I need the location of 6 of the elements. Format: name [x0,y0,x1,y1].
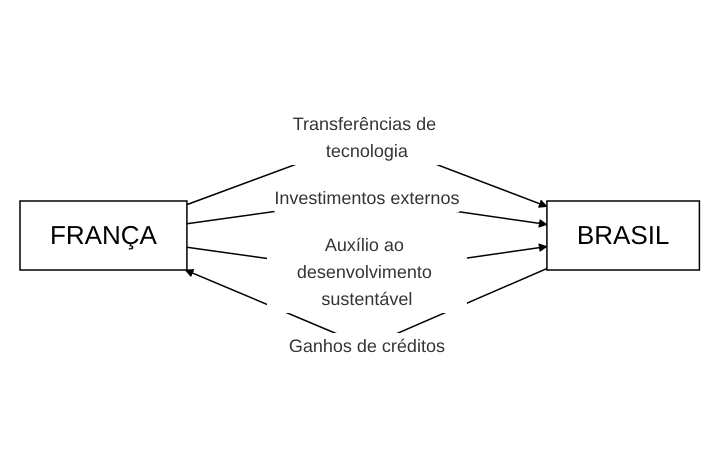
edge-label: Transferências de tecnologia [293,114,436,160]
edge-label: Ganhos de créditos [289,336,446,356]
node-box: FRANÇA [20,200,188,270]
edge-label: Investimentos externos [274,188,460,208]
edge-label: Auxílio ao desenvolvimento sustentável [297,234,432,308]
node-box: BRASIL [546,200,700,270]
